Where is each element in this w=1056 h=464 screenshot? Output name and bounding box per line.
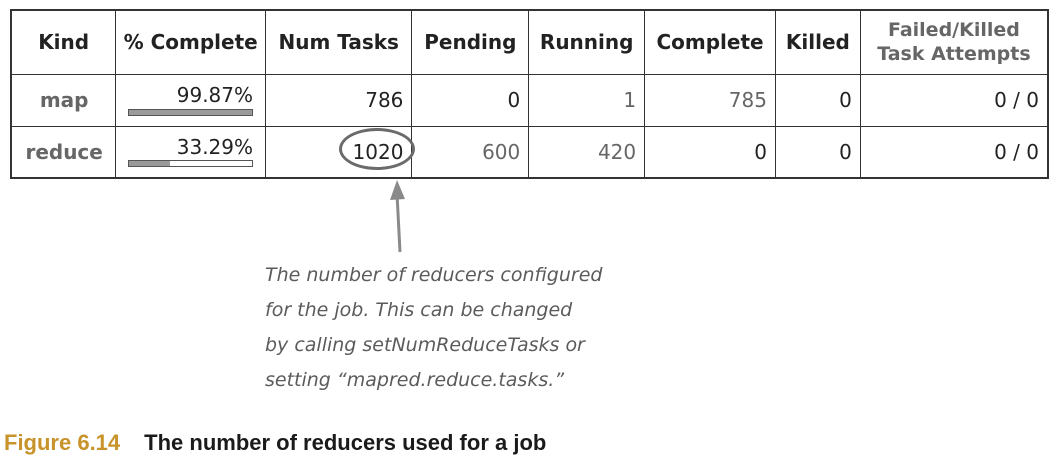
complete-cell: 0 xyxy=(644,125,776,179)
kind-link[interactable]: map xyxy=(10,73,117,127)
killed-cell: 0 xyxy=(774,125,861,179)
pending-value: 0 xyxy=(507,88,521,112)
annotation-note: The number of reducers configured for th… xyxy=(265,258,685,398)
percent-complete-cell: 33.29% xyxy=(115,125,267,179)
complete-value: 0 xyxy=(754,139,767,164)
header-killed: Killed xyxy=(774,9,861,75)
running-cell[interactable]: 420 xyxy=(528,125,646,179)
progress-fill xyxy=(129,109,252,115)
header-failed-line1: Failed/Killed xyxy=(887,19,1020,42)
header-running: Running xyxy=(528,9,646,75)
header-complete: Complete xyxy=(644,9,776,75)
header-row: Kind % Complete Num Tasks Pending Runnin… xyxy=(10,9,1049,75)
progress-fill xyxy=(129,161,171,166)
header-failed-killed: Failed/Killed Task Attempts xyxy=(859,9,1049,75)
failed-cell: 0 / 0 xyxy=(859,73,1049,127)
num-tasks-link[interactable]: 786 xyxy=(365,88,404,112)
annotation-line: setting “mapred.reduce.tasks.” xyxy=(265,369,565,391)
running-cell[interactable]: 1 xyxy=(528,73,646,127)
num-tasks-cell[interactable]: 1020 xyxy=(265,125,415,179)
running-link[interactable]: 420 xyxy=(597,139,637,164)
annotation-line: The number of reducers configured xyxy=(265,264,603,286)
job-tasks-table: Kind % Complete Num Tasks Pending Runnin… xyxy=(10,9,1049,179)
failed-value: 0 / 0 xyxy=(994,88,1039,112)
kind-reduce[interactable]: reduce xyxy=(25,139,103,164)
progress-bar xyxy=(128,108,254,116)
annotation-line: for the job. This can be changed xyxy=(265,299,573,321)
percent-complete-text: 99.87% xyxy=(176,82,254,107)
pending-cell: 0 xyxy=(411,73,530,127)
complete-link[interactable]: 785 xyxy=(728,88,767,112)
pending-cell[interactable]: 600 xyxy=(411,125,530,179)
failed-value: 0 / 0 xyxy=(994,139,1039,164)
circled-num-tasks: 1020 xyxy=(338,127,415,170)
table-row-map: map 99.87% 786 0 1 785 0 0 / 0 xyxy=(10,73,1049,127)
figure-number: Figure 6.14 xyxy=(4,430,121,455)
num-tasks-cell[interactable]: 786 xyxy=(265,73,413,127)
header-pending: Pending xyxy=(411,9,530,75)
table-row-reduce: reduce 33.29% 1020 600 420 0 0 0 / 0 xyxy=(10,125,1049,179)
running-link[interactable]: 1 xyxy=(623,88,637,112)
highlight-circle xyxy=(338,127,415,170)
progress-bar xyxy=(128,160,254,167)
pending-link[interactable]: 600 xyxy=(482,139,521,164)
failed-cell: 0 / 0 xyxy=(859,125,1049,179)
killed-value: 0 xyxy=(839,139,852,164)
kind-map[interactable]: map xyxy=(39,88,89,112)
figure-caption: Figure 6.14 The number of reducers used f… xyxy=(4,430,546,456)
percent-complete-cell: 99.87% xyxy=(115,73,267,127)
annotation-arrow-icon xyxy=(390,180,405,253)
kind-link[interactable]: reduce xyxy=(10,125,117,179)
header-failed-line2: Task Attempts xyxy=(877,43,1031,66)
figure-caption-text: The number of reducers used for a job xyxy=(144,430,547,455)
percent-complete-text: 33.29% xyxy=(176,134,254,159)
complete-cell[interactable]: 785 xyxy=(644,73,776,127)
killed-value: 0 xyxy=(839,88,852,112)
header-kind: Kind xyxy=(10,9,117,75)
header-percent-complete: % Complete xyxy=(115,9,267,75)
killed-cell: 0 xyxy=(774,73,861,127)
annotation-line: by calling setNumReduceTasks or xyxy=(265,334,585,356)
header-num-tasks: Num Tasks xyxy=(265,9,413,75)
